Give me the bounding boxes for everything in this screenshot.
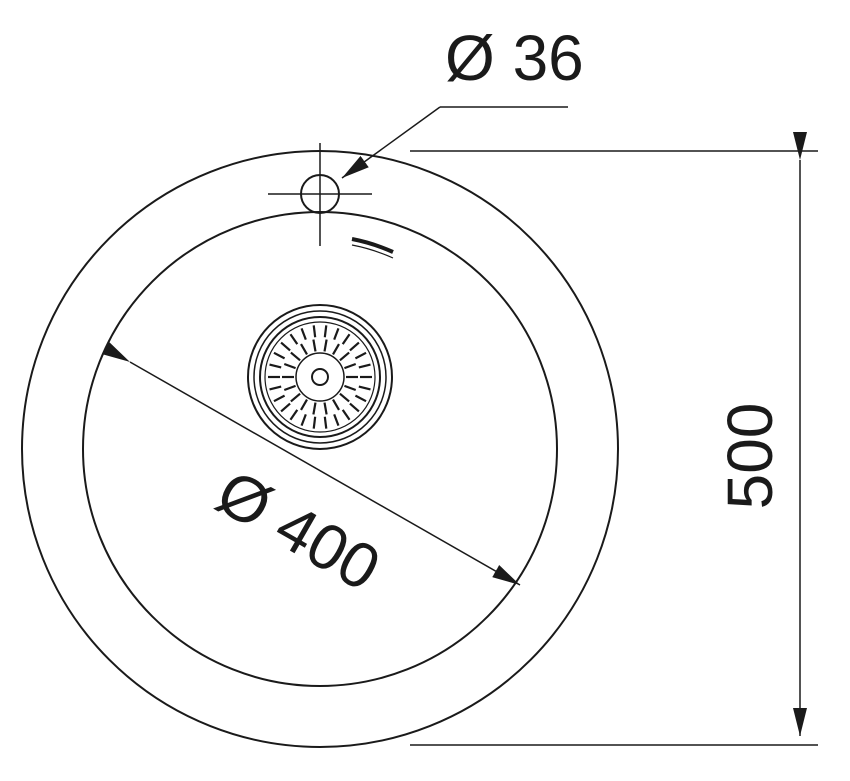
strainer-slot [332, 343, 340, 356]
strainer-slot [290, 351, 301, 362]
overall-diameter-dimension-label: 500 [714, 403, 786, 510]
strainer-slot [283, 384, 296, 392]
strainer-slot [273, 351, 286, 360]
strainer-slot [273, 394, 286, 403]
strainer-slot [289, 409, 299, 421]
strainer-slot [332, 398, 340, 411]
strainer-slot [269, 385, 282, 391]
strainer-slot [280, 402, 291, 413]
bowl-diameter-dimension-label: Ø 400 [205, 456, 392, 605]
strainer-slot [300, 327, 307, 340]
strainer-slot [283, 362, 296, 370]
overflow-slot [351, 237, 394, 254]
strainer-slot [323, 416, 328, 429]
strainer-slot [339, 351, 350, 362]
strainer-slot [358, 385, 371, 391]
strainer-slot [290, 392, 301, 403]
strainer-slot [339, 392, 350, 403]
strainer-slot [333, 414, 340, 427]
overall-diameter-dimension-line [410, 132, 818, 746]
strainer-slot [344, 384, 357, 392]
strainer-slot [341, 333, 351, 345]
strainer-slot [312, 339, 317, 352]
strainer-slot [323, 325, 328, 338]
strainer-slot [312, 402, 317, 415]
drain-strainer-icon [247, 304, 393, 450]
strainer-slot [354, 394, 367, 403]
strainer-slot [341, 409, 351, 421]
strainer-slot [312, 325, 317, 338]
strainer-slot [269, 363, 282, 369]
tap-hole-dimension-leader [341, 106, 568, 179]
strainer-slot [358, 363, 371, 369]
bowl-diameter-dimension-line [102, 342, 521, 586]
strainer-slot [280, 341, 291, 352]
strainer-slot [300, 414, 307, 427]
strainer-slot [344, 362, 357, 370]
strainer-slot [333, 327, 340, 340]
strainer-slot [300, 343, 308, 356]
strainer-slot [349, 402, 360, 413]
strainer-slot [323, 402, 328, 415]
tap-hole-dimension-label: Ø 36 [445, 22, 584, 94]
tap-hole [268, 143, 372, 246]
strainer-slot [312, 416, 317, 429]
strainer-slot [354, 351, 367, 360]
strainer-slot [323, 339, 328, 352]
strainer-slot [349, 341, 360, 352]
strainer-slot [289, 333, 299, 345]
strainer-slot [300, 398, 308, 411]
